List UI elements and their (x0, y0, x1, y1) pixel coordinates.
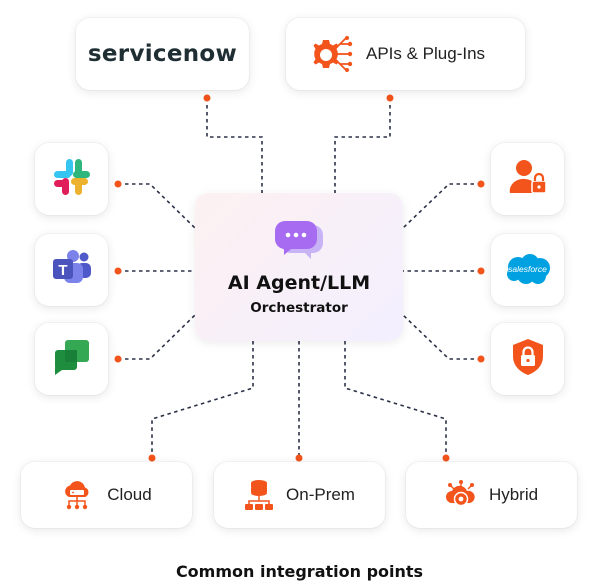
teams-card[interactable]: T (35, 234, 108, 306)
connector-dot (114, 355, 122, 363)
microsoft-teams-icon: T (51, 249, 93, 292)
connector-user-lock (402, 183, 481, 229)
google-chat-card[interactable] (35, 323, 108, 395)
apis-plugins-label: APIs & Plug-Ins (366, 44, 486, 63)
hybrid-cloud-gear-icon (445, 479, 477, 511)
apis-plugins-card[interactable]: APIs & Plug-Ins (286, 18, 525, 90)
connector-hybrid (344, 341, 447, 458)
connector-apis (334, 98, 391, 193)
cloud-label: Cloud (107, 485, 152, 504)
shield-lock-card[interactable] (491, 323, 564, 395)
orchestrator-title: AI Agent/LLM (227, 272, 371, 294)
salesforce-card[interactable]: salesforce (491, 234, 564, 306)
hybrid-card[interactable]: Hybrid (406, 462, 577, 528)
orchestrator-card: AI Agent/LLM Orchestrator (195, 193, 403, 341)
shield-lock-icon (510, 337, 546, 382)
connector-shield (402, 314, 481, 360)
connector-gchat (118, 314, 196, 360)
orchestrator-subtitle: Orchestrator (250, 300, 348, 316)
connector-dot (477, 267, 485, 275)
servicenow-card[interactable]: servicenow (76, 18, 249, 90)
hybrid-label: Hybrid (488, 485, 539, 504)
connector-dot (203, 94, 211, 102)
connector-slack (118, 183, 196, 229)
connector-dot (386, 94, 394, 102)
salesforce-wordmark: salesforce (508, 264, 547, 274)
connector-dot (477, 355, 485, 363)
connector-dot (295, 454, 303, 462)
cloud-server-icon (61, 479, 93, 511)
connector-dot (442, 454, 450, 462)
connector-servicenow (206, 98, 263, 193)
google-chat-icon (53, 338, 91, 381)
connector-dot (477, 180, 485, 188)
chat-bubbles-icon (273, 219, 325, 268)
database-network-icon (244, 479, 274, 511)
connector-dot (148, 454, 156, 462)
cloud-card[interactable]: Cloud (21, 462, 192, 528)
svg-text:T: T (58, 262, 67, 279)
connector-dot (114, 180, 122, 188)
connector-dot (114, 267, 122, 275)
on-prem-label: On-Prem (286, 485, 355, 504)
user-lock-card[interactable] (491, 143, 564, 215)
slack-card[interactable] (35, 143, 108, 215)
on-prem-card[interactable]: On-Prem (214, 462, 385, 528)
connector-cloud (151, 341, 254, 458)
diagram-caption: Common integration points (175, 562, 424, 581)
salesforce-icon: salesforce (504, 253, 552, 287)
user-lock-icon (508, 157, 548, 202)
slack-icon (52, 157, 92, 202)
gear-network-icon (312, 34, 356, 74)
servicenow-logo: servicenow (87, 41, 238, 67)
